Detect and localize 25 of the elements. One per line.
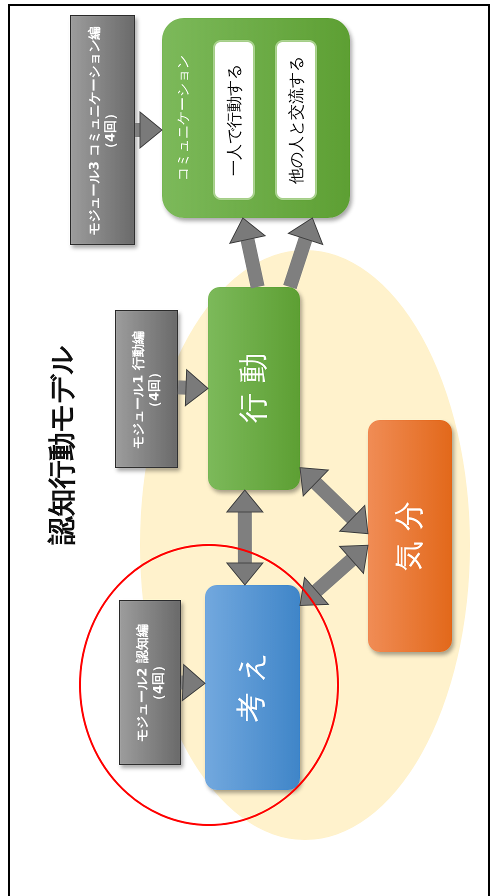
module-box [119,600,181,765]
module-label: モジュール3 コミュニケーション編（4回） [87,26,119,238]
module-label: モジュール2 認知編（4回） [135,623,167,744]
block-arrow [180,664,206,702]
diagram-title: 認知行動モデル [44,344,79,547]
concept-box [205,585,300,790]
option-label: 一人で行動する [224,63,244,178]
option-label: 他の人と交流する [286,55,306,186]
block-arrow [229,216,266,288]
block-arrow [283,216,324,290]
block-arrow [135,112,162,148]
concept-label: 行 動 [236,352,272,425]
option-box [213,40,255,200]
concept-label: コミュニケーション [176,54,192,183]
module-box [115,310,178,468]
block-arrow [178,369,208,406]
concept-box [368,420,452,652]
concept-box [162,18,350,218]
concept-label: 考 え [234,650,270,724]
concept-label: 気 分 [392,500,428,573]
module-label: モジュール1 行動編（4回） [131,330,163,451]
module-box [70,15,135,245]
concept-box [208,287,300,490]
block-arrow [226,490,264,586]
option-box [275,40,317,200]
